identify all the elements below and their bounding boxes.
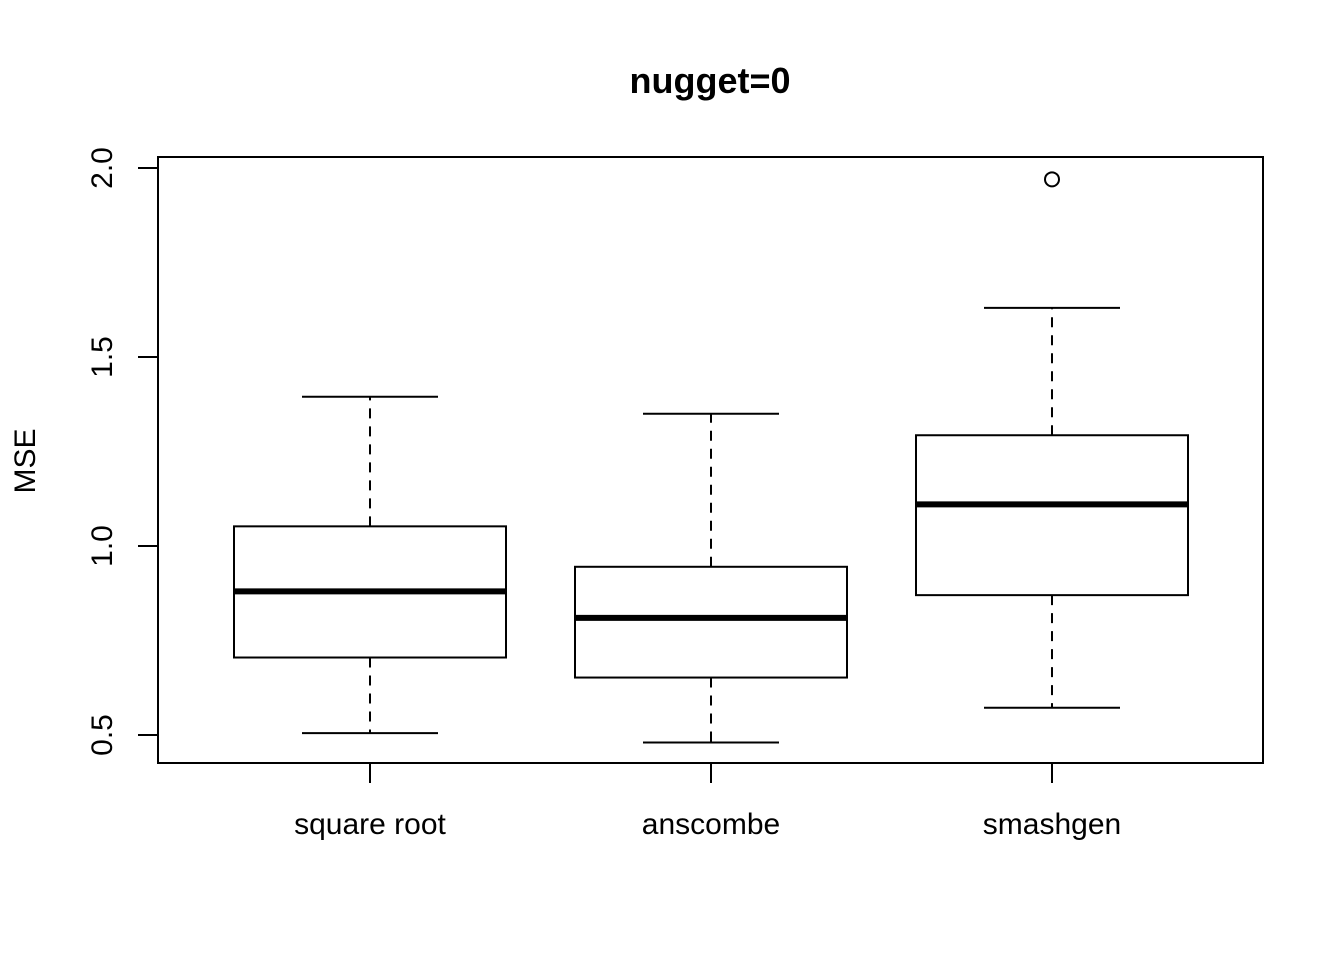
y-tick-label: 1.0: [86, 525, 119, 567]
boxes-group: [233, 171, 1189, 744]
y-axis: 0.5 1.0 1.5 2.0: [86, 147, 159, 756]
outlier-point: [1044, 171, 1060, 188]
iqr-box: [574, 565, 848, 679]
box-0: [233, 395, 507, 735]
y-axis-label: MSE: [9, 428, 42, 493]
y-tick-label: 0.5: [86, 714, 119, 756]
chart-title: nugget=0: [629, 60, 790, 101]
y-tick-label: 1.5: [86, 336, 119, 378]
box-2: [915, 171, 1189, 709]
y-tick-label: 2.0: [86, 147, 119, 189]
x-axis: square root anscombe smashgen: [294, 763, 1121, 841]
box-1: [574, 412, 848, 744]
x-tick-label: anscombe: [642, 808, 780, 841]
x-tick-label: smashgen: [983, 808, 1121, 841]
x-tick-label: square root: [294, 808, 446, 841]
iqr-box: [915, 434, 1189, 597]
